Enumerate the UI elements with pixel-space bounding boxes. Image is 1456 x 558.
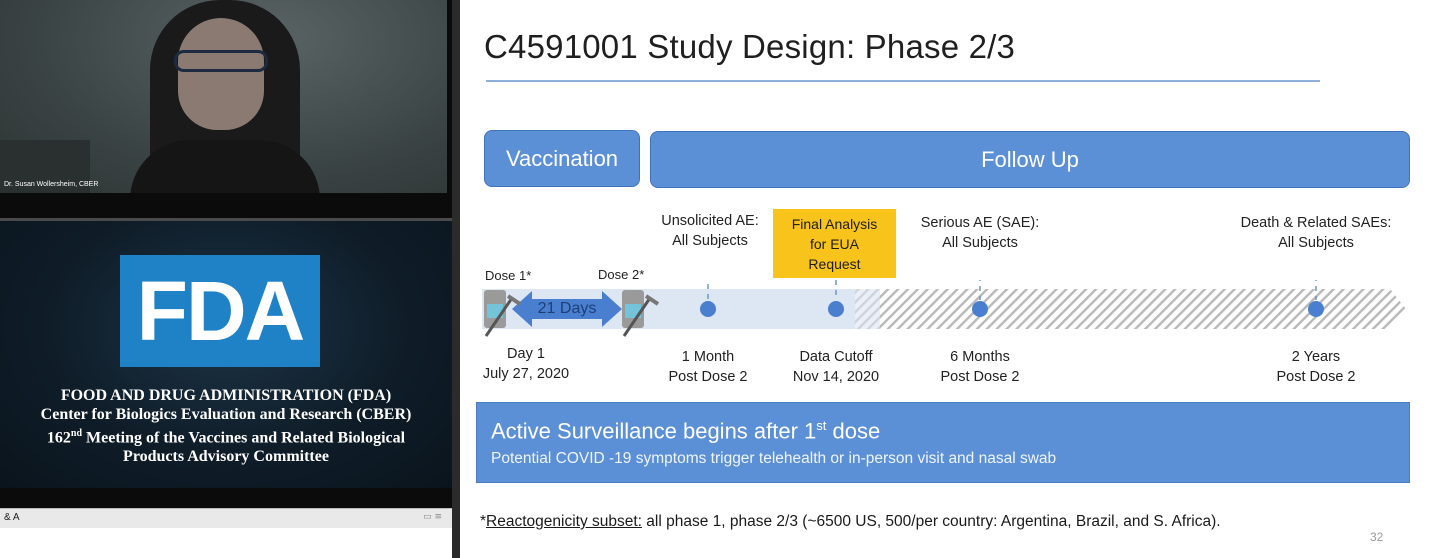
- presenter-video[interactable]: Dr. Susan Wollersheim, CBER: [0, 0, 447, 193]
- dose-2-label: Dose 2*: [598, 267, 645, 282]
- serious-ae-label: Serious AE (SAE): All Subjects: [912, 213, 1048, 253]
- meeting-title: Meeting of the Vaccines and Related Biol…: [82, 429, 406, 447]
- one-month-line1: 1 Month: [681, 349, 735, 365]
- active-surveillance-box: Active Surveillance begins after 1st dos…: [476, 402, 1410, 483]
- presenter-name: Dr. Susan Wollersheim, CBER: [4, 181, 99, 188]
- follow-up-hatched-arrow: [855, 289, 1406, 329]
- panel-divider: [452, 0, 460, 558]
- data-cutoff-line1: Data Cutoff: [799, 349, 873, 365]
- surveillance-title-text: Active Surveillance begins after 1: [491, 418, 817, 444]
- six-months-line2: Post Dose 2: [940, 369, 1020, 385]
- timeline-graphic: [482, 280, 1406, 337]
- day-1-label: Day 1 July 27, 2020: [470, 344, 582, 384]
- final-analysis-line3: Request: [808, 255, 861, 272]
- unsolicited-ae-label: Unsolicited AE: All Subjects: [656, 211, 764, 251]
- two-years-label: 2 Years Post Dose 2: [1266, 347, 1366, 387]
- serious-ae-line2: All Subjects: [942, 235, 1018, 251]
- footnote-text: all phase 1, phase 2/3 (~6500 US, 500/pe…: [642, 513, 1221, 530]
- fda-line-1: FOOD AND DRUG ADMINISTRATION (FDA): [60, 387, 392, 404]
- fda-meeting-text: FOOD AND DRUG ADMINISTRATION (FDA) Cente…: [0, 386, 452, 466]
- qa-panel-label: & A: [4, 512, 20, 523]
- final-analysis-box: Final Analysis for EUA Request: [773, 209, 896, 278]
- final-analysis-line2: for EUA: [809, 235, 859, 252]
- two-years-line2: Post Dose 2: [1276, 369, 1356, 385]
- surveillance-ordinal: st: [816, 418, 827, 433]
- data-cutoff-label: Data Cutoff Nov 14, 2020: [780, 347, 892, 387]
- serious-ae-line1: Serious AE (SAE):: [920, 215, 1040, 231]
- death-sae-line2: All Subjects: [1278, 235, 1354, 251]
- presenter-figure: [130, 0, 320, 193]
- qa-panel-body[interactable]: [0, 528, 452, 558]
- menu-icon[interactable]: ▭ ≡: [423, 512, 442, 522]
- syringe-1-icon: [484, 290, 522, 337]
- interval-arrow: [512, 291, 622, 327]
- footnote-star: *: [480, 513, 487, 530]
- marker-2-years: [1308, 301, 1324, 317]
- surveillance-title-end: dose: [826, 418, 881, 444]
- presenter-shirt: [130, 140, 320, 193]
- qa-panel-header[interactable]: & A ▭ ≡: [0, 508, 452, 528]
- fda-line-2: Center for Biologics Evaluation and Rese…: [40, 406, 412, 423]
- fda-logo-text: FDA: [136, 264, 306, 358]
- one-month-line2: Post Dose 2: [668, 369, 748, 385]
- meeting-ordinal: nd: [70, 428, 83, 439]
- death-sae-line1: Death & Related SAEs:: [1240, 215, 1392, 231]
- one-month-label: 1 Month Post Dose 2: [658, 347, 758, 387]
- syringe-2-icon: [622, 290, 660, 337]
- follow-up-phase-box: Follow Up: [650, 131, 1410, 188]
- two-years-line1: 2 Years: [1291, 349, 1341, 365]
- fda-line-3: 162nd Meeting of the Vaccines and Relate…: [0, 424, 452, 447]
- surveillance-subtitle: Potential COVID -19 symptoms trigger tel…: [491, 450, 1057, 467]
- presenter-glasses: [174, 50, 268, 72]
- slide-number: 32: [1370, 530, 1384, 544]
- six-months-label: 6 Months Post Dose 2: [930, 347, 1030, 387]
- dose-1-label: Dose 1*: [485, 268, 532, 283]
- marker-6-months: [972, 301, 988, 317]
- final-analysis-line1: Final Analysis: [791, 215, 878, 232]
- left-panel: Dr. Susan Wollersheim, CBER FDA FOOD AND…: [0, 0, 456, 558]
- meeting-number: 162: [46, 429, 71, 447]
- death-sae-label: Death & Related SAEs: All Subjects: [1234, 213, 1398, 253]
- marker-1-month: [700, 301, 716, 317]
- six-months-line1: 6 Months: [950, 349, 1010, 365]
- presentation-slide: C4591001 Study Design: Phase 2/3 Vaccina…: [460, 0, 1456, 558]
- slide-title: C4591001 Study Design: Phase 2/3: [484, 28, 1016, 65]
- footnote-term: Reactogenicity subset:: [486, 513, 642, 530]
- interval-label: 21 Days: [537, 300, 597, 317]
- day-1-line1: Day 1: [507, 346, 545, 362]
- day-1-line2: July 27, 2020: [482, 366, 570, 382]
- fda-line-4: Products Advisory Committee: [123, 448, 329, 466]
- unsolicited-ae-line1: Unsolicited AE:: [661, 213, 759, 229]
- vaccination-phase-box: Vaccination: [484, 130, 640, 187]
- marker-data-cutoff: [828, 301, 844, 317]
- fda-logo: FDA: [120, 255, 320, 367]
- title-underline: [486, 80, 1320, 82]
- unsolicited-ae-line2: All Subjects: [672, 233, 748, 249]
- fda-title-slide: FDA FOOD AND DRUG ADMINISTRATION (FDA) C…: [0, 218, 452, 488]
- video-shelf: [0, 140, 90, 193]
- surveillance-title: Active Surveillance begins after 1st dos…: [491, 418, 880, 444]
- reactogenicity-footnote: *Reactogenicity subset: all phase 1, pha…: [480, 513, 1221, 531]
- data-cutoff-line2: Nov 14, 2020: [792, 369, 880, 385]
- presenter-face: [178, 18, 264, 130]
